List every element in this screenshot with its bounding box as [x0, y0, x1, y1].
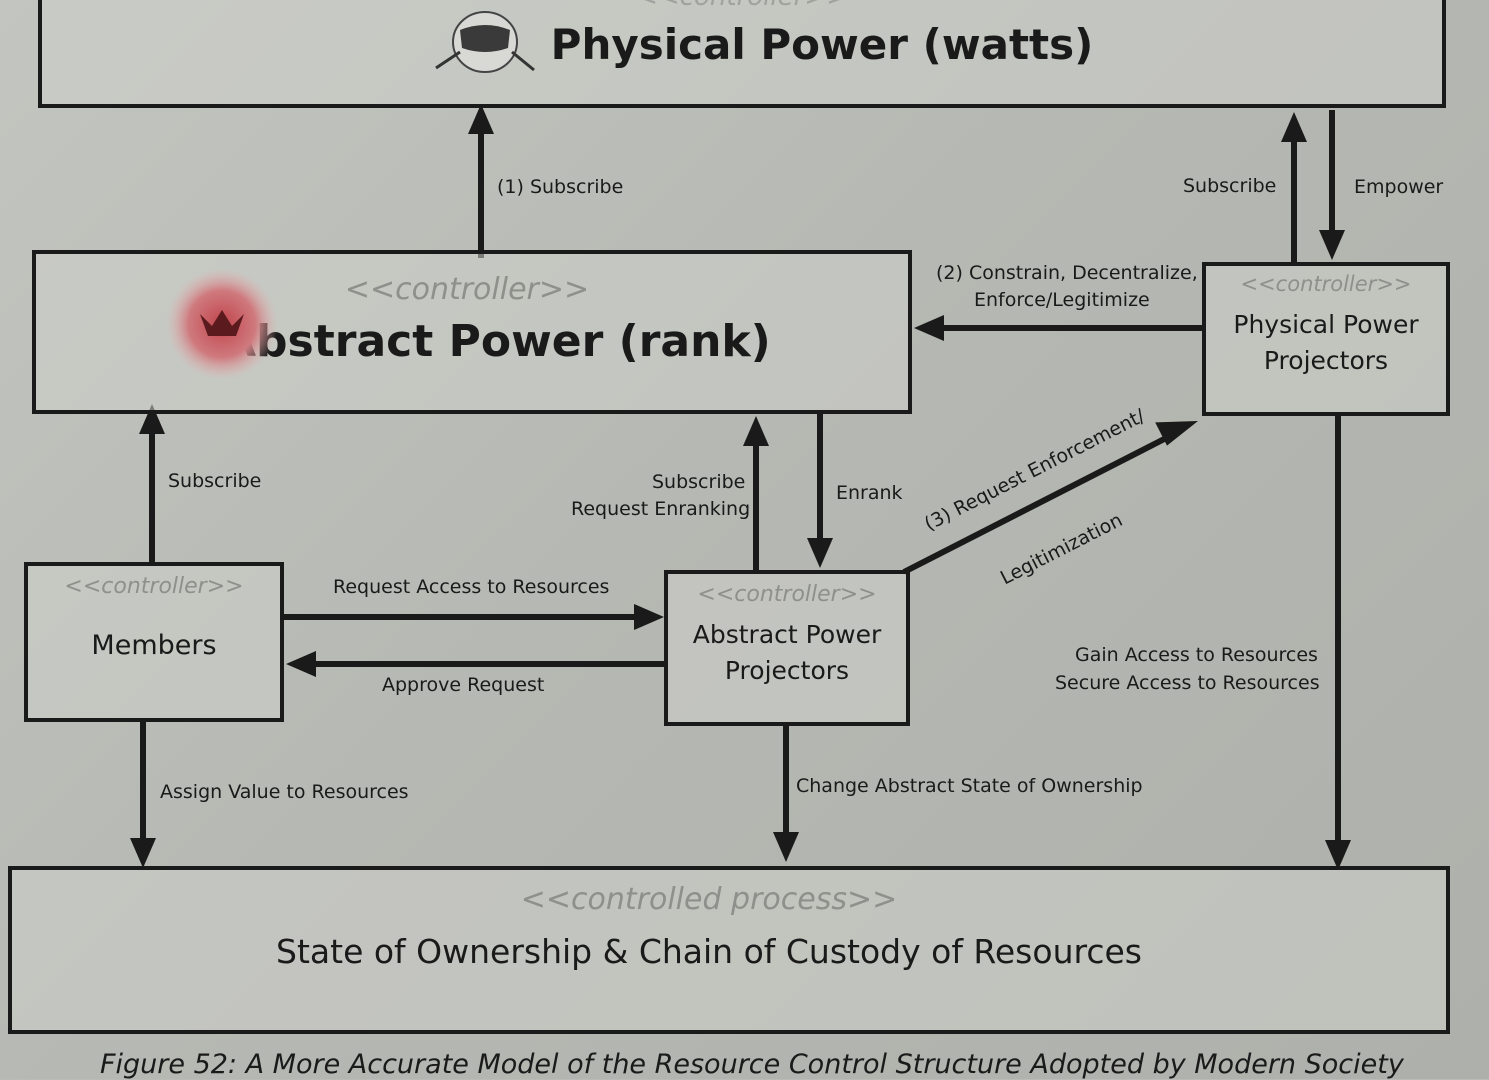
label-approve-request: Approve Request — [382, 674, 545, 696]
ppp-title-line2: Projectors — [1263, 346, 1389, 375]
members-stereotype: <<controller>> — [64, 574, 244, 599]
members-title: Members — [91, 630, 217, 661]
arrow-gain-access — [1325, 414, 1351, 870]
state-title: State of Ownership & Chain of Custody of… — [276, 932, 1142, 971]
physical-power-title: Physical Power (watts) — [550, 20, 1094, 69]
label-assign-value: Assign Value to Resources — [160, 781, 409, 803]
abstract-power-stereotype: <<controller>> — [344, 272, 590, 307]
label-enrank: Enrank — [836, 482, 903, 504]
label-empower: Empower — [1354, 176, 1444, 198]
abstract-power-projectors-box: <<controller>> Abstract Power Projectors — [664, 570, 910, 726]
app-title-line2: Projectors — [724, 656, 850, 685]
arrow-approve-request — [286, 651, 666, 677]
members-box: <<controller>> Members — [24, 562, 284, 722]
arrow-app-subscribe — [743, 416, 769, 572]
label-app-subscribe-line1: Subscribe — [652, 471, 746, 493]
arrow-ppp-subscribe — [1281, 112, 1307, 265]
arrow-subscribe-1 — [468, 104, 494, 258]
abstract-power-title: Abstract Power (rank) — [222, 316, 771, 367]
fist-icon — [435, 11, 535, 73]
crown-icon — [166, 268, 278, 378]
state-of-ownership-box: <<controlled process>> State of Ownershi… — [8, 866, 1450, 1034]
arrow-constrain — [914, 315, 1202, 341]
arrow-request-enforcement — [902, 421, 1198, 575]
ppp-stereotype: <<controller>> — [1240, 272, 1412, 296]
label-change-state: Change Abstract State of Ownership — [796, 775, 1143, 797]
arrow-empower — [1319, 110, 1345, 260]
arrow-members-subscribe — [139, 404, 165, 564]
label-subscribe-1: (1) Subscribe — [497, 176, 624, 198]
label-constrain-line2: Enforce/Legitimize — [974, 289, 1150, 311]
arrow-request-access — [282, 604, 664, 630]
app-title-line1: Abstract Power — [692, 620, 882, 649]
physical-power-projectors-box: <<controller>> Physical Power Projectors — [1202, 262, 1450, 416]
label-members-subscribe: Subscribe — [168, 470, 262, 492]
arrow-assign-value — [130, 722, 156, 868]
ppp-title-line1: Physical Power — [1233, 310, 1419, 339]
label-request-access: Request Access to Resources — [333, 576, 610, 598]
label-gain-access-line1: Gain Access to Resources — [1075, 644, 1318, 666]
app-stereotype: <<controller>> — [697, 582, 877, 607]
arrow-change-state — [773, 724, 799, 862]
arrow-enrank — [807, 412, 833, 568]
physical-power-stereotype: <<controller>> — [42, 0, 1442, 12]
label-ppp-subscribe: Subscribe — [1183, 175, 1277, 197]
physical-power-box: <<controller>> Physical Power (watts) — [38, 0, 1446, 108]
figure-caption: Figure 52: A More Accurate Model of the … — [100, 1049, 1404, 1080]
label-constrain-line1: (2) Constrain, Decentralize, — [936, 262, 1198, 284]
state-stereotype: <<controlled process>> — [520, 882, 898, 917]
label-gain-access-line2: Secure Access to Resources — [1055, 672, 1320, 694]
label-app-subscribe-line2: Request Enranking — [571, 498, 751, 520]
